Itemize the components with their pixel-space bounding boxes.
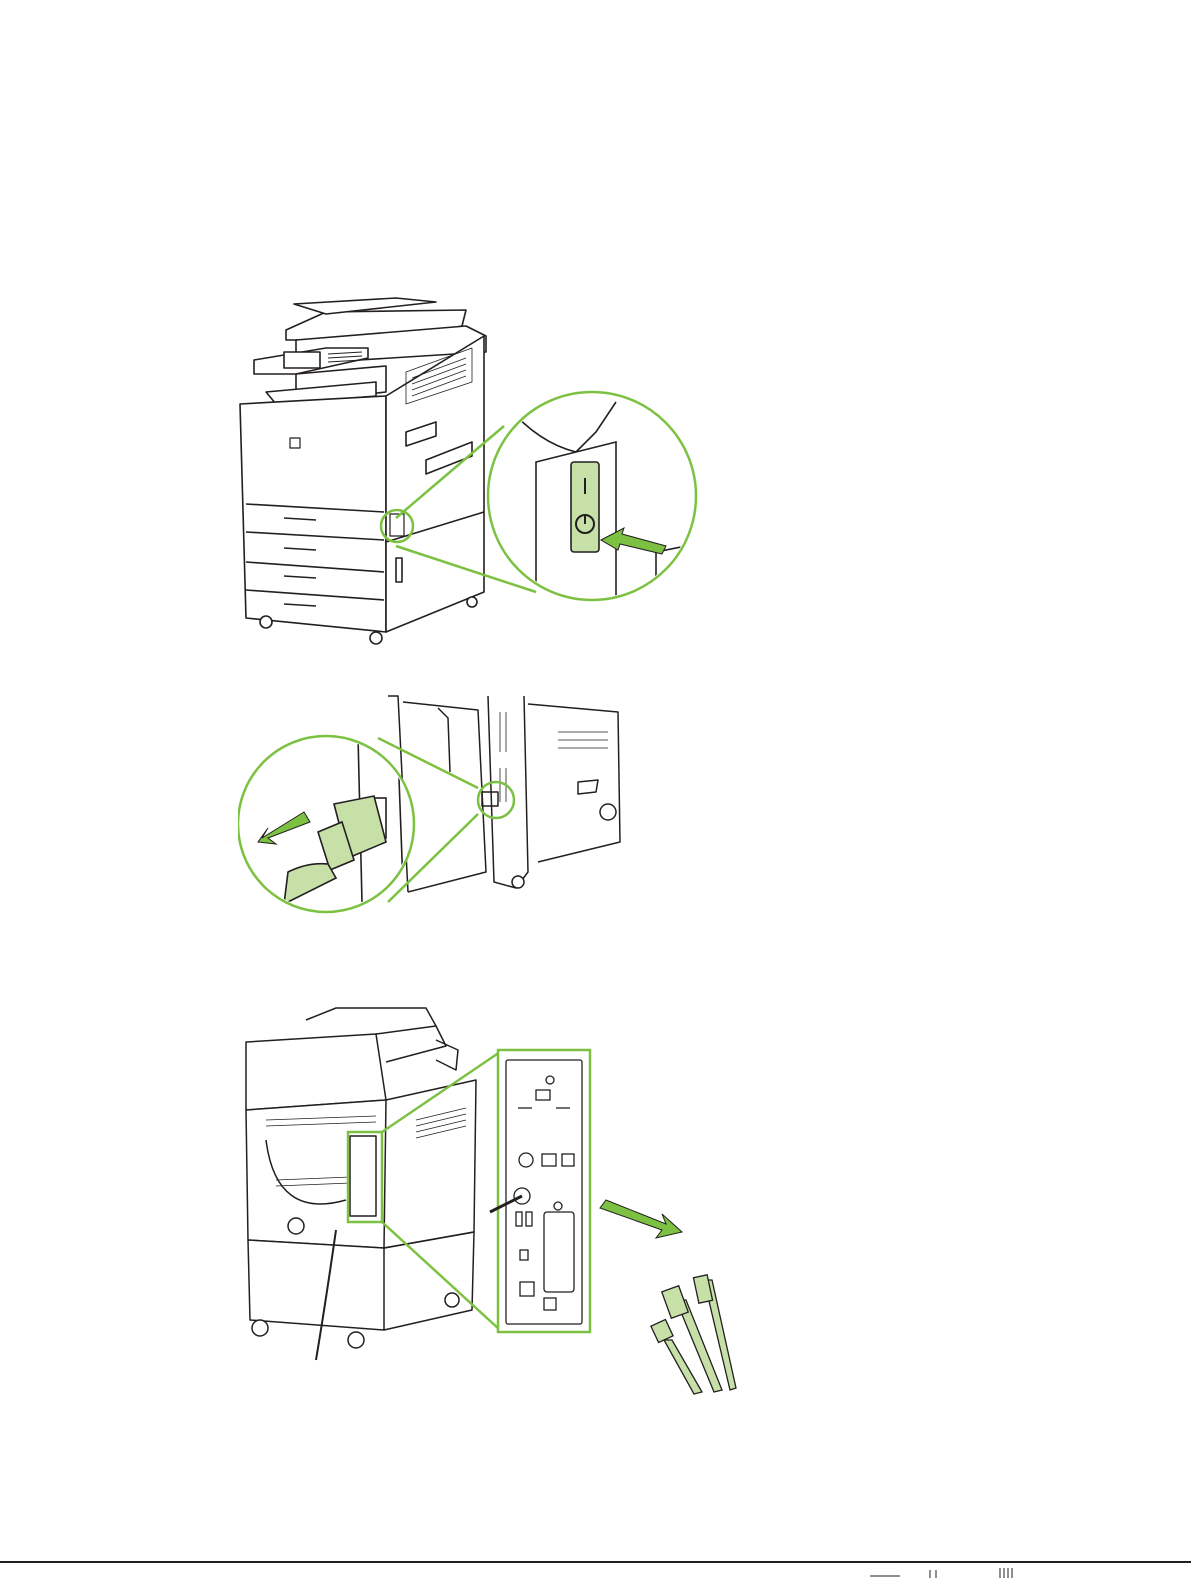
footer-marks: [870, 1566, 1030, 1580]
figure-unplug-power-cord: [238, 692, 638, 922]
footer-rule: [0, 1561, 1191, 1563]
figure-disconnect-cables: [236, 1000, 746, 1395]
interface-cables-disconnect-icon: [236, 1000, 746, 1395]
figure-power-switch: [236, 292, 706, 652]
power-cord-unplug-icon: [238, 692, 638, 922]
printer-power-switch-icon: [236, 292, 706, 652]
